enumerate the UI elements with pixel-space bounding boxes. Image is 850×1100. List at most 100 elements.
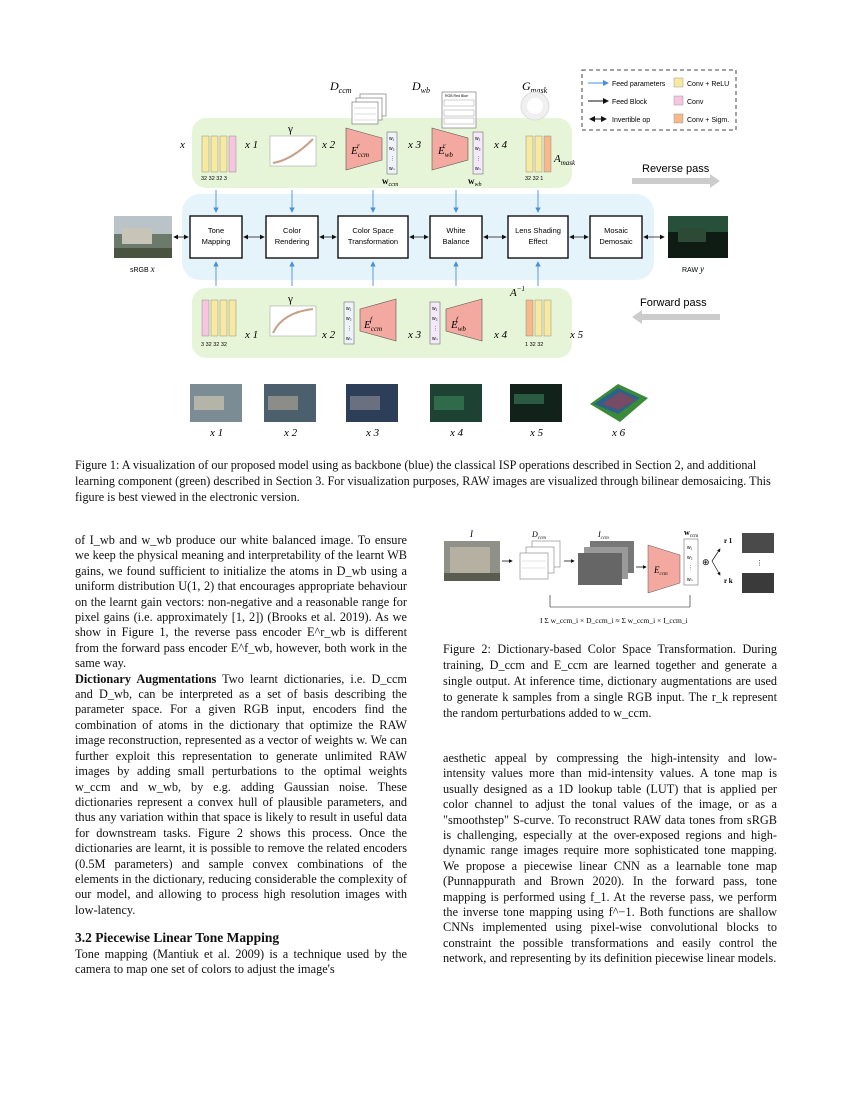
svg-text:Effect: Effect [528, 237, 548, 246]
fig2-oplus: ⊕ [702, 557, 710, 567]
left-column-tone: Tone mapping (Mantiuk et al. 2009) is a … [75, 947, 407, 978]
w-ccm-vector [386, 131, 398, 175]
gamma-plot-bottom [269, 305, 317, 337]
thumb-label-x2: x 2 [283, 427, 298, 439]
reverse-pass-label: Reverse pass [642, 163, 710, 175]
fig2-dccm-label: Dccm [531, 530, 546, 541]
fig2-output-1 [742, 533, 774, 553]
svg-text:wₙ: wₙ [389, 166, 395, 172]
figure-1-caption: Figure 1: A visualization of our propose… [75, 458, 771, 504]
svg-text:Balance: Balance [442, 237, 469, 246]
svg-text:Color Space: Color Space [352, 226, 393, 235]
block-mosaic [589, 215, 643, 259]
svg-text:wₙ: wₙ [687, 577, 693, 583]
svg-text:w₂: w₂ [346, 316, 352, 322]
fig2-r1-label: r 1 [724, 537, 733, 545]
section-heading-3-2: 3.2 Piecewise Linear Tone Mapping [75, 930, 280, 945]
forward-pass-arrow [632, 310, 720, 324]
x2-bottom-label: x 2 [321, 329, 336, 341]
fig2-wccm-label: wccm [684, 528, 698, 539]
encoder-ccm-forward-label: Eccmf [363, 316, 382, 333]
thumb-label-x6: x 6 [611, 427, 626, 439]
left-column: of I_wb and w_wb produce our white balan… [75, 533, 407, 918]
fig2-output-k [742, 573, 774, 593]
svg-text:w₂: w₂ [475, 146, 481, 152]
svg-text:w₂: w₂ [432, 316, 438, 322]
block-white-balance [429, 215, 483, 259]
legend-invertible-op: Invertible op [612, 117, 650, 124]
paragraph-tone-mapping: Tone mapping (Mantiuk et al. 2009) is a … [75, 947, 407, 977]
thumb-label-x4: x 4 [449, 427, 464, 439]
x4-top-label: x 4 [493, 139, 508, 151]
conv-dims-bottom: 3 32 32 32 [201, 342, 227, 348]
x3-bottom-label: x 3 [407, 329, 422, 341]
w-ccm-label: wccm [382, 176, 399, 188]
reverse-pass-arrow [632, 174, 720, 188]
d-wb-label: Dwb [411, 79, 430, 95]
srgb-input-image [114, 216, 172, 258]
fig2-i-label: I [469, 529, 474, 539]
gamma-bottom: γ [287, 293, 293, 305]
svg-text:⋮: ⋮ [390, 156, 395, 162]
gamma-top: γ [287, 123, 293, 135]
fig2-encoder-label: Eccm [653, 565, 668, 577]
mask-conv-stack-bottom: 1 32 32 [525, 299, 552, 348]
raw-output-image [668, 216, 728, 258]
forward-pass-label: Forward pass [640, 297, 707, 309]
x2-top-label: x 2 [321, 139, 336, 151]
a-mask-label: Amask [553, 153, 576, 167]
x3-top-label: x 3 [407, 139, 422, 151]
svg-text:Tone: Tone [208, 226, 224, 235]
fig2-input-image [444, 541, 500, 581]
encoder-wb-reverse-label: Ewbr [437, 142, 453, 159]
tone-conv-stack-bottom: 3 32 32 32 [201, 299, 237, 348]
raw-label: RAW y [682, 264, 704, 274]
thumb-label-x5: x 5 [529, 427, 544, 439]
paragraph-wb: of I_wb and w_wb produce our white balan… [75, 533, 407, 671]
svg-text:Transformation: Transformation [348, 237, 398, 246]
x-top-label: x [179, 139, 185, 151]
figure-1: Feed parameters Feed Block Invertible op… [114, 69, 737, 439]
mask-conv-stack-top: 32 32 1 [525, 135, 552, 182]
legend-feed-block: Feed Block [612, 99, 648, 106]
fig2-rk-label: r k [724, 577, 733, 585]
encoder-ccm-forward [359, 298, 397, 342]
x5-bottom-label: x 5 [569, 329, 584, 341]
svg-text:wₙ: wₙ [432, 336, 438, 342]
paragraph-dictionary: Dictionary Augmentations Two learnt dict… [75, 671, 407, 917]
paragraph-tone-map-details: aesthetic appeal by compressing the high… [443, 751, 777, 966]
w-ccm-vector-bottom [343, 301, 355, 345]
svg-text:w₁: w₁ [475, 136, 481, 142]
isp-blocks: Tone Mapping Color Rendering Color Space… [189, 215, 643, 259]
d-ccm-dictionary [351, 93, 387, 125]
rgb-gains-header: RGB Red Blue [445, 94, 468, 98]
fig2-iccm-label: Iccm [597, 530, 609, 541]
srgb-label: sRGB x [130, 264, 155, 274]
svg-text:Mosaic: Mosaic [604, 226, 628, 235]
tone-conv-stack-top: 32 32 32 3 [201, 135, 237, 182]
legend: Feed parameters Feed Block Invertible op… [581, 69, 737, 131]
encoder-wb-forward [445, 298, 483, 342]
x4-bottom-label: x 4 [493, 329, 508, 341]
block-lens-shading [507, 215, 569, 259]
conv-dims-top: 32 32 32 3 [201, 176, 227, 182]
w-wb-label: wwb [468, 176, 482, 188]
svg-text:Demosaic: Demosaic [599, 237, 633, 246]
thumb-label-x1: x 1 [209, 427, 223, 439]
fig2-iccm-stack [578, 541, 634, 585]
svg-text:Rendering: Rendering [275, 237, 310, 246]
svg-text:⋮: ⋮ [476, 156, 481, 162]
svg-text:⋮: ⋮ [688, 565, 693, 571]
svg-text:wₙ: wₙ [475, 166, 481, 172]
svg-text:White: White [446, 226, 465, 235]
g-mask-label: Gmask [522, 79, 548, 95]
svg-text:w₂: w₂ [687, 555, 693, 561]
figure-2-caption: Figure 2: Dictionary-based Color Space T… [443, 642, 777, 720]
svg-text:w₁: w₁ [687, 545, 693, 551]
fig2-dccm-stack [519, 540, 561, 580]
svg-text:w₂: w₂ [389, 146, 395, 152]
legend-conv: Conv [687, 99, 704, 106]
svg-text:w₁: w₁ [389, 136, 395, 142]
fig2-weight-vector [683, 538, 699, 586]
block-color-space [337, 215, 409, 259]
